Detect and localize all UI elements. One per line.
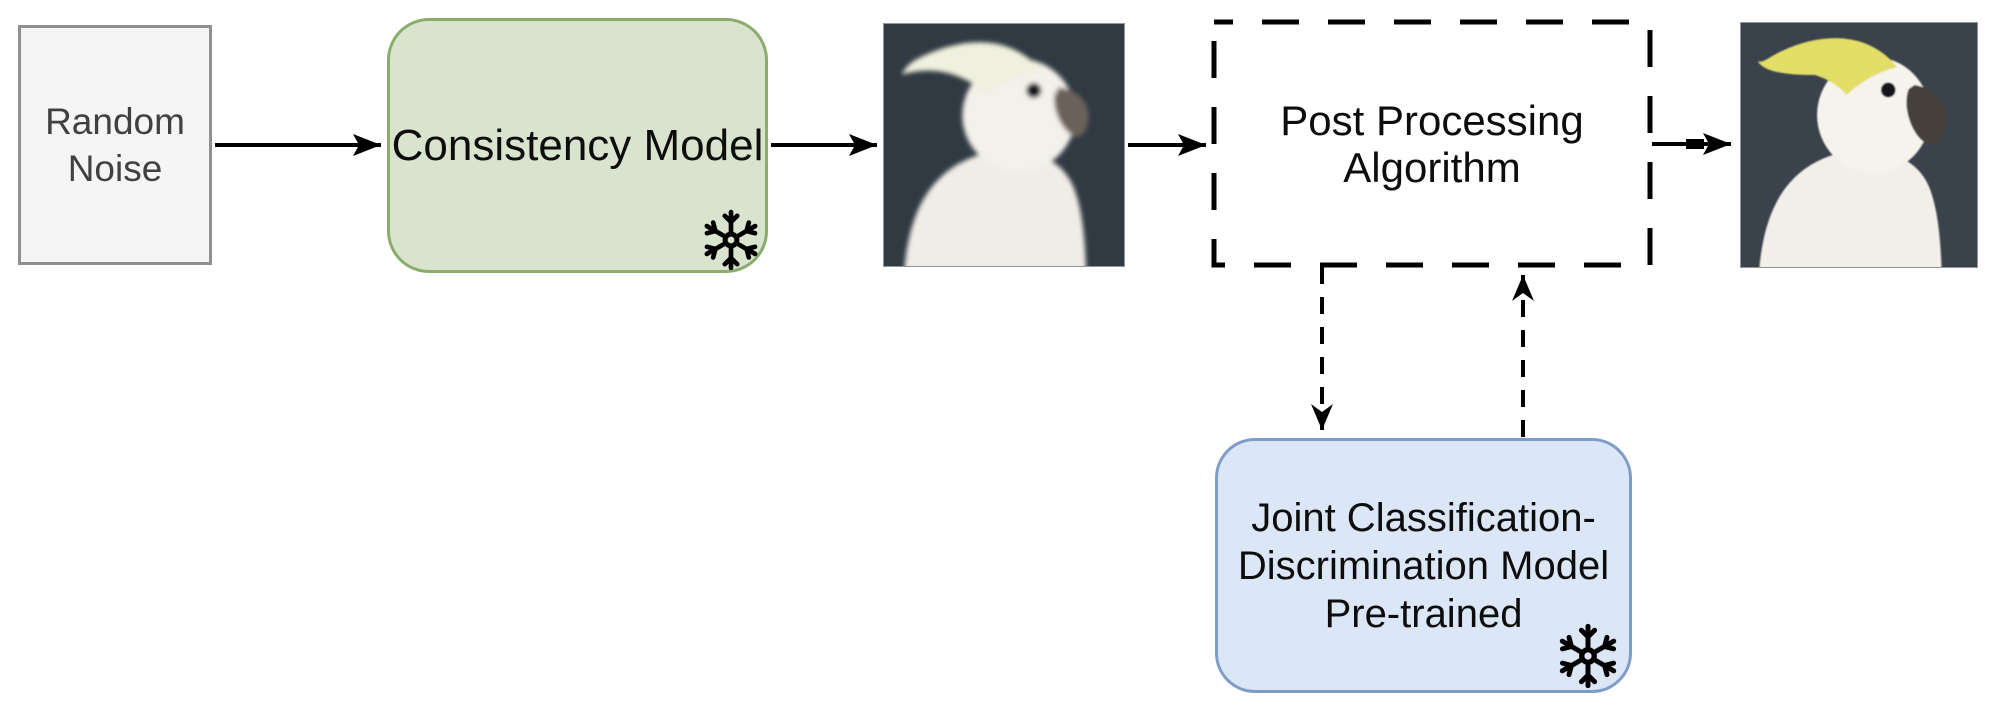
joint-model-label-line3: Pre-trained [1324,591,1523,636]
joint-model-label-line2: Discrimination Model [1237,543,1610,588]
joint-model-label-line1: Joint Classification- [1251,495,1596,540]
post-processing-label-line1: Post Processing [1280,96,1584,144]
snowflake-icon [700,209,762,271]
refined-bird-image [1740,22,1978,268]
post-processing-node: Post Processing Algorithm [1214,22,1650,265]
refined-bird-art [1741,23,1977,267]
generated-bird-art [884,24,1124,266]
random-noise-label-line1: Random [45,101,185,142]
random-noise-label-line2: Noise [67,148,163,189]
post-processing-label-line2: Algorithm [1343,143,1521,191]
consistency-model-node: Consistency Model [387,18,768,273]
generated-bird-image [883,23,1125,267]
random-noise-node: Random Noise [18,25,212,265]
snowflake-icon [1555,623,1621,689]
consistency-model-label: Consistency Model [391,120,764,170]
